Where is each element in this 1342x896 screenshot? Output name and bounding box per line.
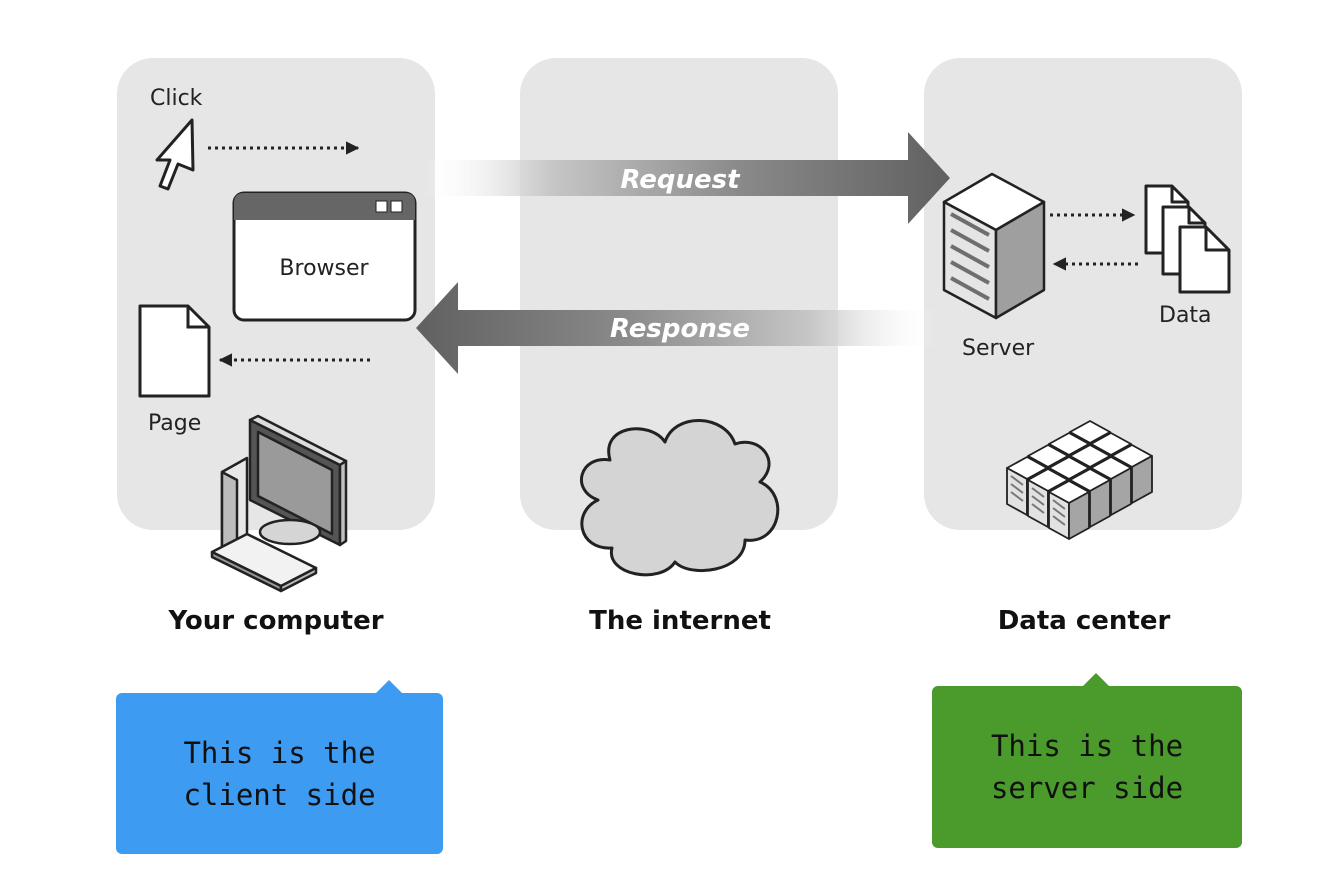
request-arrow: Request: [420, 132, 950, 224]
client-note-pointer: [375, 680, 403, 694]
page-document-icon: [138, 304, 211, 398]
server-icon: [942, 172, 1046, 320]
section-label-data-center: Data center: [998, 606, 1171, 636]
data-label: Data: [1159, 303, 1212, 328]
section-label-your-computer: Your computer: [167, 606, 383, 636]
server-side-note: This is the server side: [932, 673, 1242, 848]
request-label: Request: [620, 165, 741, 195]
server-label: Server: [962, 336, 1035, 361]
client-note-line-1: This is the: [183, 735, 376, 770]
cursor-icon: [155, 118, 195, 191]
server-farm-icon: [1006, 420, 1153, 540]
response-label: Response: [610, 314, 750, 344]
browser-window: Browser: [232, 191, 417, 322]
datacenter-panel: [924, 58, 1242, 530]
client-side-note: This is the client side: [116, 680, 443, 854]
section-label-the-internet: The internet: [589, 606, 771, 636]
response-arrow: Response: [416, 282, 940, 374]
server-note-line-1: This is the: [990, 729, 1184, 763]
browser-label: Browser: [279, 256, 369, 281]
data-documents-icon: [1144, 184, 1231, 294]
window-control-icon: [375, 200, 388, 213]
desktop-computer-icon: [210, 414, 348, 593]
server-unit-icon: [1048, 480, 1090, 540]
page-label: Page: [148, 411, 201, 436]
window-control-icon: [390, 200, 403, 213]
click-label: Click: [150, 86, 203, 111]
server-note-line-2: server side: [990, 771, 1184, 805]
server-note-pointer: [1082, 673, 1110, 687]
client-note-line-2: client side: [183, 777, 376, 812]
internet-cloud-icon: [580, 419, 780, 577]
